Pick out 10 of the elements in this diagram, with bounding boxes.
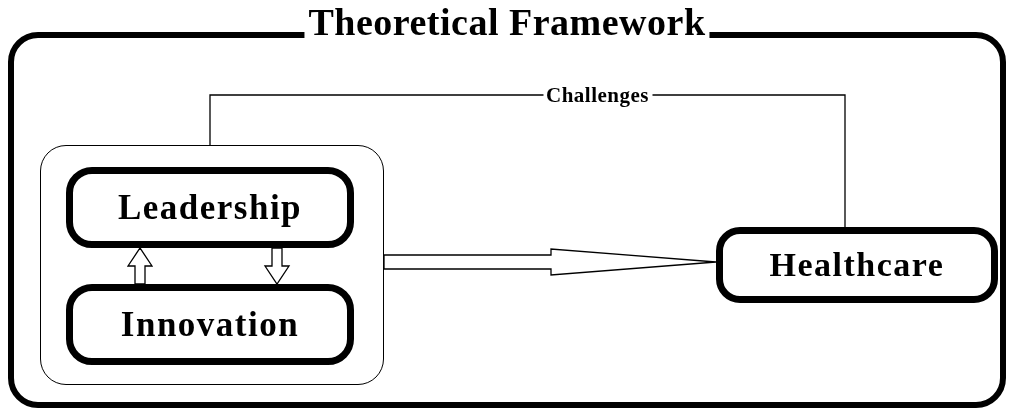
rounded-box	[66, 167, 354, 248]
block-arrow	[263, 247, 291, 286]
node-label: Innovation	[120, 304, 300, 345]
node-label: Healthcare	[769, 246, 945, 284]
rounded-box	[716, 227, 998, 303]
node-label: Leadership	[117, 187, 303, 228]
rounded-box	[66, 284, 354, 365]
group-box	[40, 145, 384, 385]
block-arrow	[383, 248, 717, 276]
block-arrow	[126, 246, 154, 285]
